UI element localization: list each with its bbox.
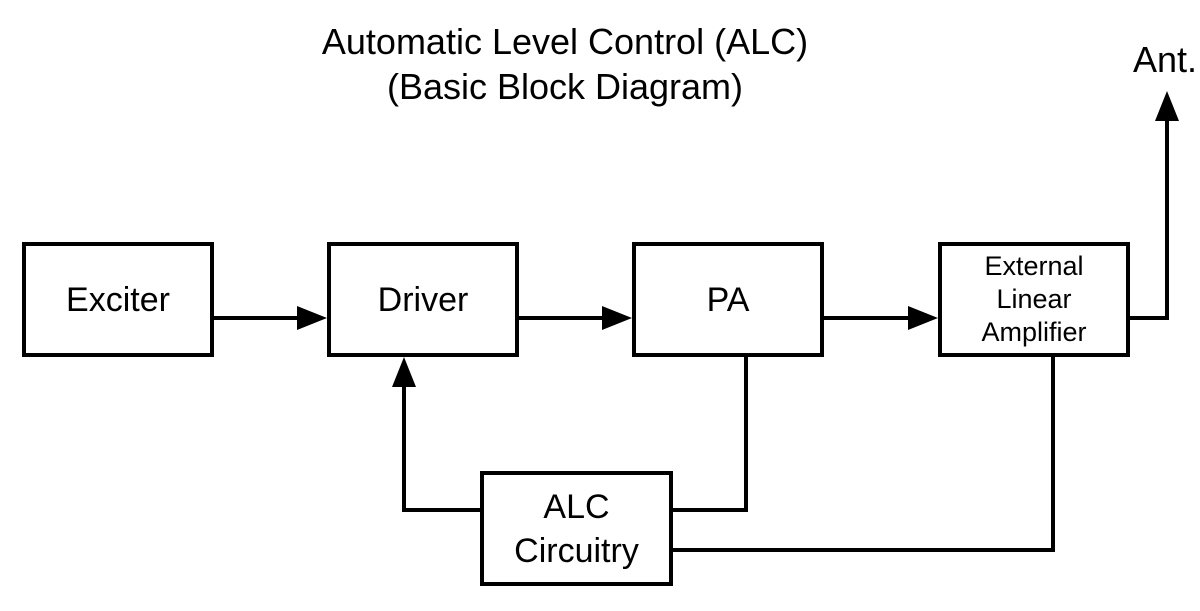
block-ela-label-line-2: Linear	[996, 284, 1072, 314]
arrowhead-driver-pa	[602, 306, 632, 330]
block-alc-label-line-2: Circuitry	[514, 531, 639, 570]
connector-pa-ela	[824, 316, 911, 320]
block-alc-circuitry: ALC Circuitry	[480, 471, 673, 586]
block-pa: PA	[632, 242, 824, 357]
arrowhead-pa-ela	[908, 306, 938, 330]
connector-pa-alc-horizontal	[673, 508, 748, 512]
connector-pa-alc-vertical	[744, 357, 748, 512]
block-ela-label-line-3: Amplifier	[981, 317, 1087, 347]
connector-ela-alc-horizontal	[673, 548, 1055, 552]
arrowhead-exciter-driver	[297, 306, 327, 330]
connector-ela-antenna-vertical	[1165, 119, 1169, 320]
block-driver-label: Driver	[377, 280, 469, 319]
connector-exciter-driver	[214, 316, 300, 320]
block-driver: Driver	[327, 242, 519, 357]
block-external-linear-amplifier: External Linear Amplifier	[938, 242, 1130, 357]
arrowhead-antenna	[1155, 91, 1179, 121]
block-exciter-label: Exciter	[66, 280, 170, 319]
connector-ela-antenna-horizontal	[1130, 316, 1169, 320]
connector-driver-pa	[519, 316, 606, 320]
diagram-title: Automatic Level Control (ALC) (Basic Blo…	[165, 19, 965, 109]
connector-alc-driver-vertical	[402, 384, 406, 512]
title-line-2: (Basic Block Diagram)	[386, 66, 744, 107]
title-line-1: Automatic Level Control (ALC)	[321, 21, 809, 62]
block-alc-label-line-1: ALC	[543, 487, 610, 526]
arrowhead-alc-driver	[392, 357, 416, 387]
antenna-label: Ant.	[1132, 39, 1198, 80]
block-pa-label: PA	[706, 280, 750, 319]
block-exciter: Exciter	[22, 242, 214, 357]
connector-ela-alc-vertical	[1051, 357, 1055, 552]
connector-alc-driver-horizontal	[402, 508, 480, 512]
block-ela-label-line-1: External	[984, 251, 1084, 281]
